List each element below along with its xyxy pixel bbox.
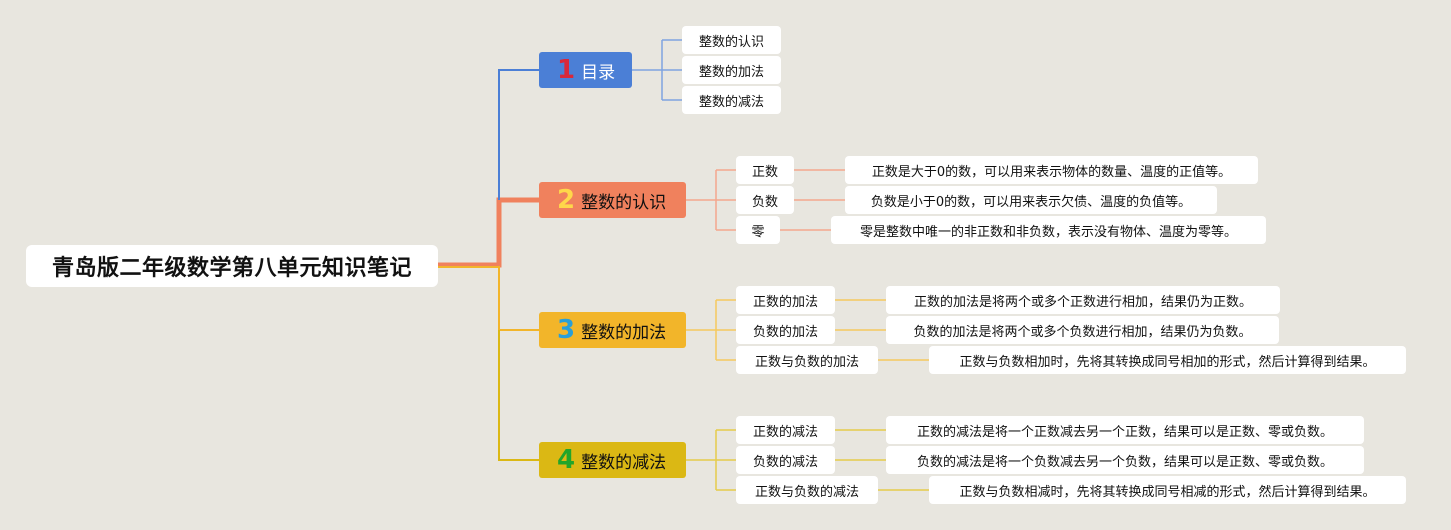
connectors-branch-2 [686,169,845,231]
branch-1-number: 1 [557,55,576,85]
topic-zero[interactable]: 零 [736,216,780,244]
branch-1-label: 目录 [581,62,616,83]
detail-positive-subtraction[interactable]: 正数的减法是将一个正数减去另一个正数，结果可以是正数、零或负数。 [886,416,1364,444]
branch-3-label: 整数的加法 [581,322,667,343]
connector-root-branch-1 [498,69,539,200]
branch-2-number: 2 [557,185,576,215]
connector-root-branch-4 [498,330,539,461]
root-title[interactable]: 青岛版二年级数学第八单元知识笔记 [26,245,438,287]
branch-2-node[interactable]: 2 整数的认识 [539,182,686,218]
detail-mixed-subtraction[interactable]: 正数与负数相减时，先将其转换成同号相减的形式，然后计算得到结果。 [929,476,1406,504]
branch-1-node[interactable]: 1 目录 [539,52,632,88]
topic-mixed-addition[interactable]: 正数与负数的加法 [736,346,878,374]
toc-item-integer-subtraction[interactable]: 整数的减法 [682,86,781,114]
detail-negative-number[interactable]: 负数是小于0的数，可以用来表示欠债、温度的负值等。 [845,186,1217,214]
toc-item-integer-addition[interactable]: 整数的加法 [682,56,781,84]
detail-positive-addition[interactable]: 正数的加法是将两个或多个正数进行相加，结果仍为正数。 [886,286,1280,314]
detail-negative-subtraction[interactable]: 负数的减法是将一个负数减去另一个负数，结果可以是正数、零或负数。 [886,446,1364,474]
topic-positive-subtraction[interactable]: 正数的减法 [736,416,835,444]
branch-4-label: 整数的减法 [581,452,667,473]
topic-negative-number[interactable]: 负数 [736,186,794,214]
topic-negative-addition[interactable]: 负数的加法 [736,316,835,344]
branch-4-number: 4 [557,445,576,475]
branch-3-number: 3 [557,315,576,345]
connector-root-branch-3 [438,266,539,331]
topic-mixed-subtraction[interactable]: 正数与负数的减法 [736,476,878,504]
connectors-branch-1 [632,39,682,101]
detail-positive-number[interactable]: 正数是大于0的数，可以用来表示物体的数量、温度的正值等。 [845,156,1258,184]
connectors-branch-3 [686,299,929,361]
branch-4-node[interactable]: 4 整数的减法 [539,442,686,478]
toc-item-integer-recognition[interactable]: 整数的认识 [682,26,781,54]
topic-positive-number[interactable]: 正数 [736,156,794,184]
detail-zero[interactable]: 零是整数中唯一的非正数和非负数，表示没有物体、温度为零等。 [831,216,1266,244]
detail-mixed-addition[interactable]: 正数与负数相加时，先将其转换成同号相加的形式，然后计算得到结果。 [929,346,1406,374]
connectors-branch-4 [686,429,929,491]
detail-negative-addition[interactable]: 负数的加法是将两个或多个负数进行相加，结果仍为负数。 [886,316,1279,344]
connector-root-branch-2 [438,197,539,268]
branch-2-label: 整数的认识 [581,192,667,213]
topic-negative-subtraction[interactable]: 负数的减法 [736,446,835,474]
topic-positive-addition[interactable]: 正数的加法 [736,286,835,314]
branch-3-node[interactable]: 3 整数的加法 [539,312,686,348]
